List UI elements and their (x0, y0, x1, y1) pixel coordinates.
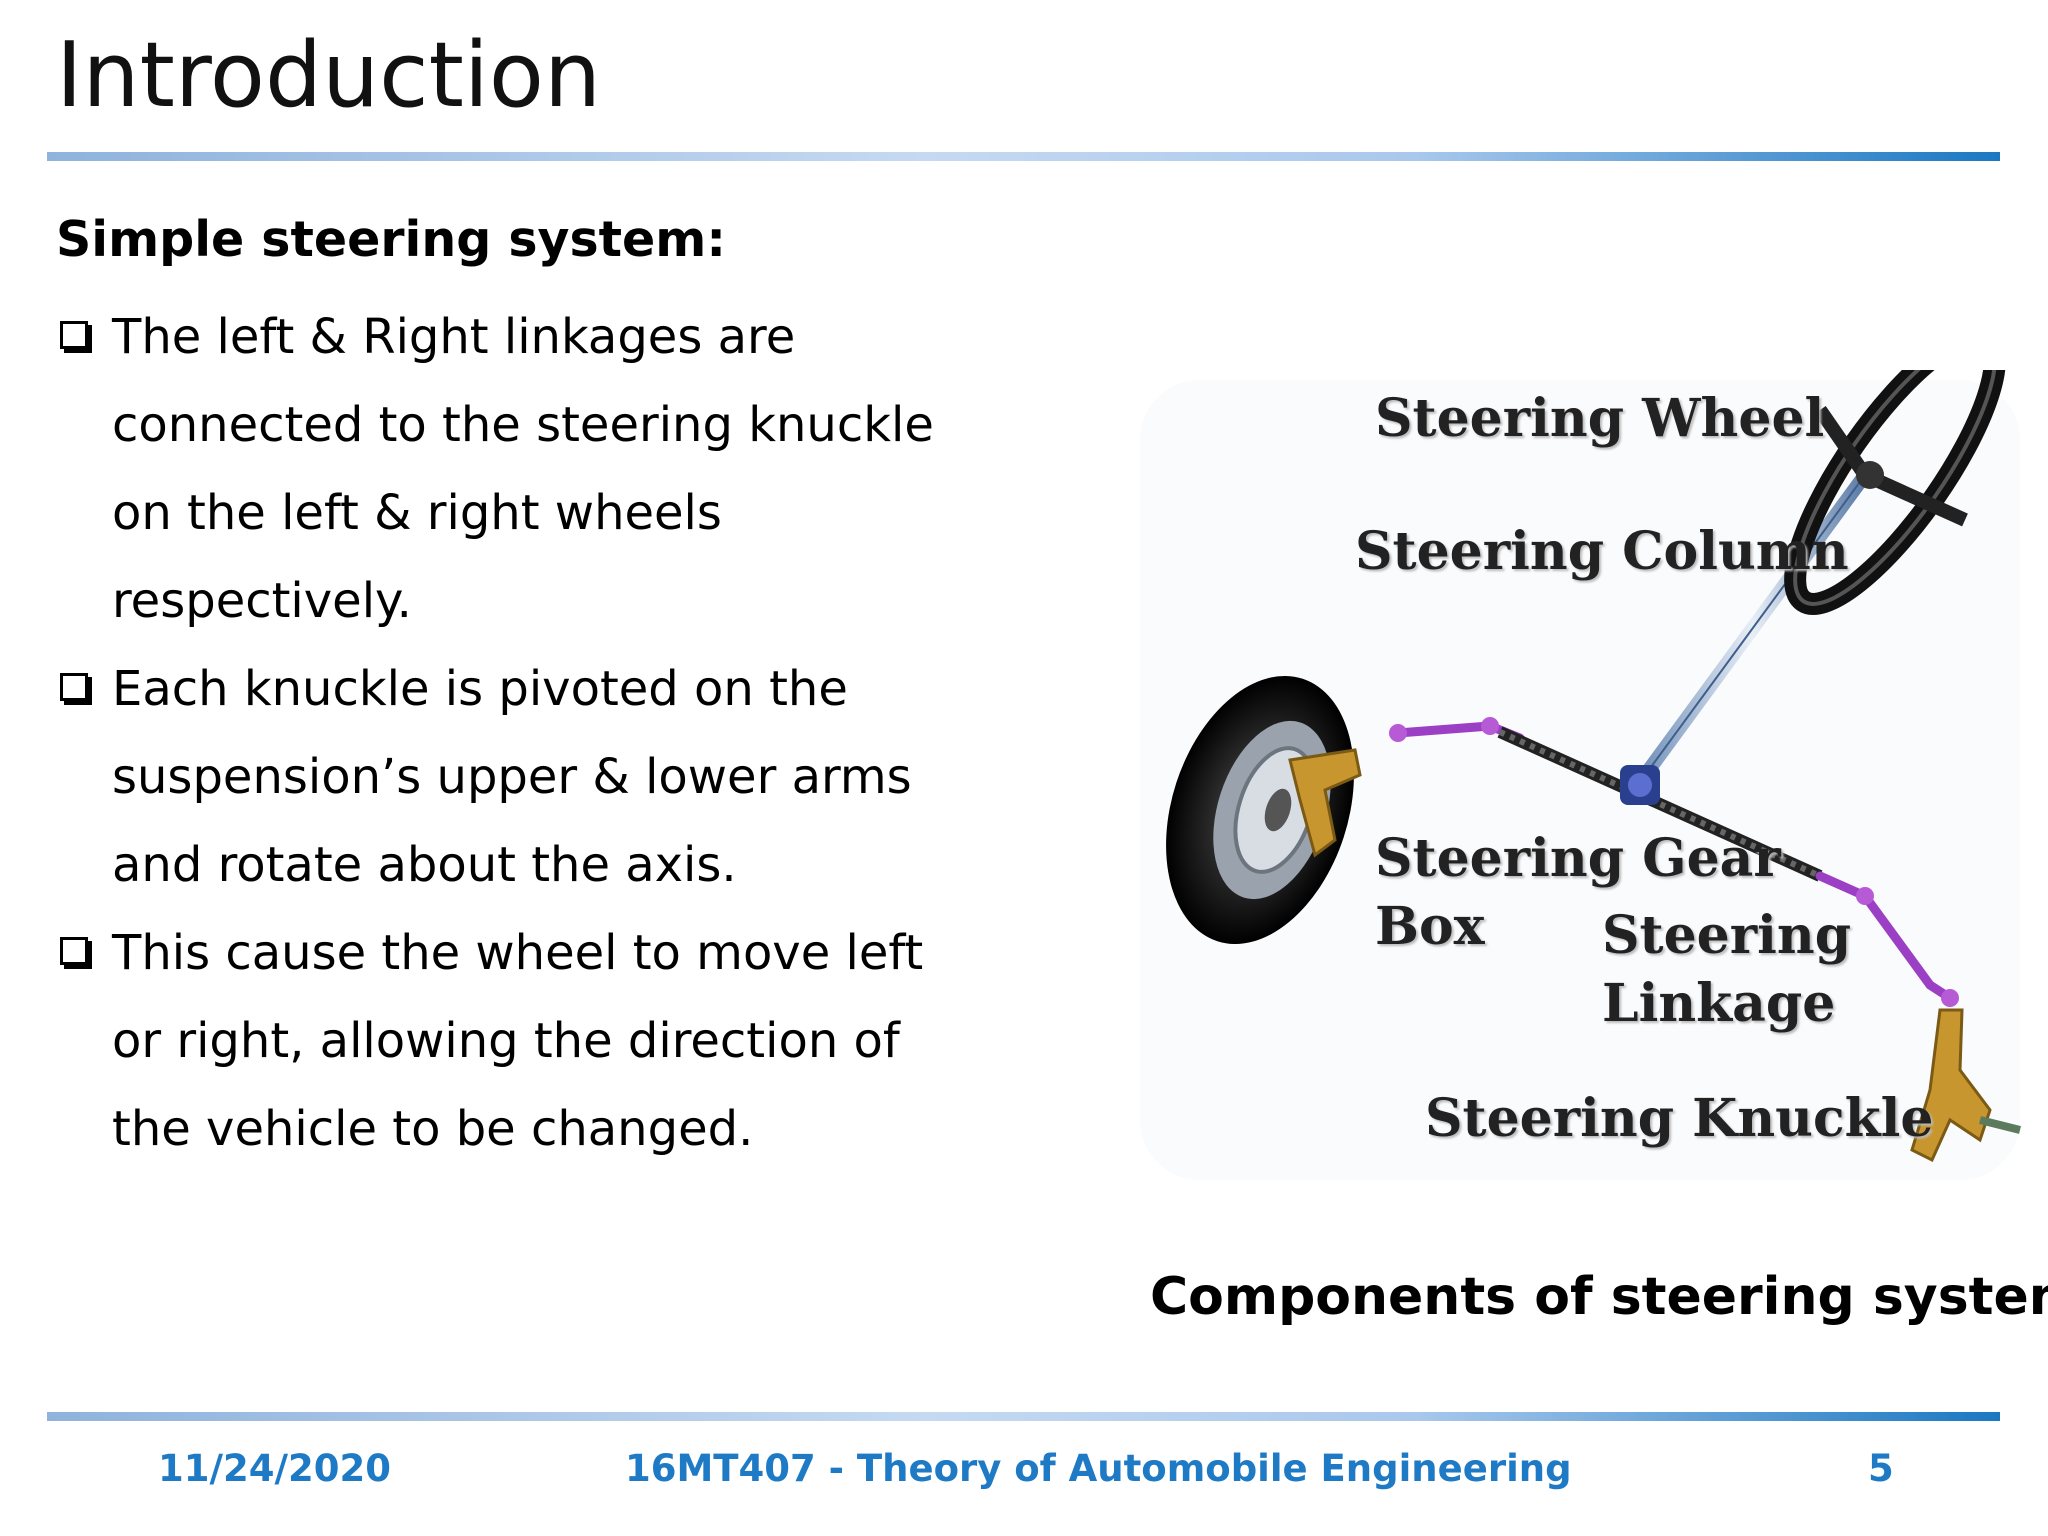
tie-rod-joint-icon (1389, 724, 1407, 742)
bullet-line: This cause the wheel to move left (112, 925, 924, 981)
steering-linkage-label-line2: Linkage (1602, 973, 1836, 1034)
footer-course-title: 16MT407 - Theory of Automobile Engineeri… (625, 1447, 1572, 1490)
subheading: Simple steering system: (56, 211, 726, 268)
footer-date: 11/24/2020 (158, 1447, 391, 1490)
spindle-icon (1979, 1116, 2021, 1134)
bullet-line: connected to the steering knuckle (112, 397, 934, 453)
steering-gear-box-label: Steering Gear (1375, 828, 1781, 889)
checkbox-bullet-icon (60, 321, 88, 349)
bullet-item: Each knuckle is pivoted on the suspensio… (56, 645, 956, 909)
bullet-item: This cause the wheel to move left or rig… (56, 909, 956, 1173)
checkbox-bullet-icon (60, 937, 88, 965)
bullet-item: The left & Right linkages are connected … (56, 293, 956, 645)
steering-column-label: Steering Column (1355, 521, 1849, 582)
bullet-line: or right, allowing the direction of (112, 1013, 900, 1069)
steering-knuckle-label: Steering Knuckle (1425, 1088, 1934, 1149)
slide-body: Simple steering system: The left & Right… (56, 205, 956, 1173)
title-divider (47, 152, 2000, 161)
steering-illustration (1140, 370, 2021, 1180)
bullet-line: Each knuckle is pivoted on the (112, 661, 848, 717)
right-knuckle-icon (1910, 1008, 1992, 1163)
bullet-line: The left & Right linkages are (112, 309, 796, 365)
bullet-line: suspension’s upper & lower arms (112, 749, 912, 805)
rack-teeth-icon (1498, 729, 1822, 879)
slide-title: Introduction (56, 23, 602, 128)
steering-column-edge-icon (1639, 474, 1866, 783)
steering-linkage-label: Steering (1602, 905, 1852, 966)
bullet-line: respectively. (112, 573, 412, 629)
steering-wheel-label: Steering Wheel (1375, 388, 1825, 449)
bullet-line: the vehicle to be changed. (112, 1101, 754, 1157)
bullet-line: and rotate about the axis. (112, 837, 737, 893)
steering-wheel-icon (1784, 370, 2006, 615)
footer-page-number: 5 (1868, 1447, 1894, 1490)
left-knuckle-icon (1288, 748, 1362, 858)
tie-rod-joint-icon (1481, 717, 1499, 735)
steering-gear-box-label-line2: Box (1375, 896, 1485, 957)
bullet-line: on the left & right wheels (112, 485, 722, 541)
tie-rod-joint-icon (1941, 989, 1959, 1007)
footer-divider (47, 1412, 2000, 1421)
checkbox-bullet-icon (60, 673, 88, 701)
tie-rod-joint-icon (1856, 887, 1874, 905)
steering-system-diagram: Steering Wheel Steering Column Steering … (1120, 370, 2030, 1190)
gear-box-pinion-icon (1620, 765, 1660, 805)
figure-caption: Components of steering system (1150, 1267, 2048, 1327)
right-tie-rod-icon (1815, 871, 1955, 1003)
